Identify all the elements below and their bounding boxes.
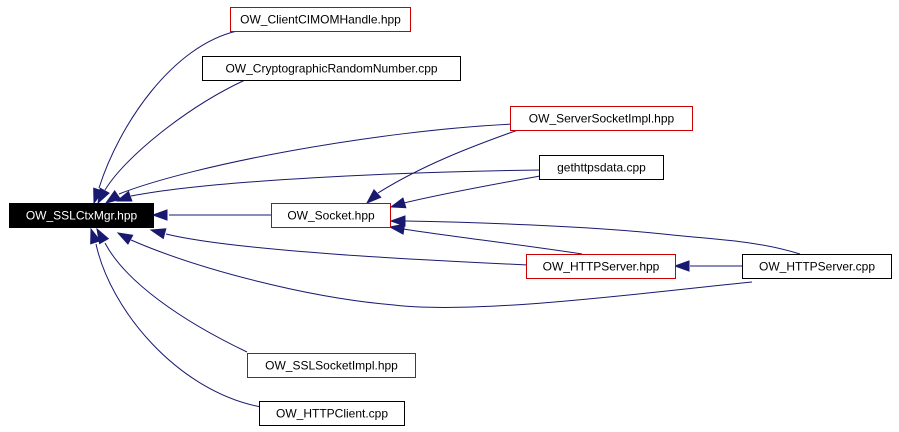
node-socket[interactable]: OW_Socket.hpp bbox=[271, 203, 391, 228]
edge-line bbox=[95, 243, 262, 408]
edge-hsc-to-root bbox=[116, 232, 753, 308]
edge-hsh-to-socket bbox=[388, 223, 583, 255]
edge-line bbox=[104, 242, 248, 353]
edge-crypto-to-root bbox=[97, 79, 246, 205]
edge-line bbox=[98, 30, 238, 189]
edge-gethttps-to-root bbox=[115, 169, 542, 202]
edge-line bbox=[403, 175, 541, 204]
node-box bbox=[539, 155, 664, 180]
node-box bbox=[259, 401, 405, 426]
node-hsc: OW_HTTPServer.cpp bbox=[742, 254, 892, 279]
node-label: OW_Socket.hpp bbox=[287, 209, 375, 223]
node-sslsi[interactable]: OW_SSLSocketImpl.hpp bbox=[247, 353, 416, 378]
edges bbox=[90, 30, 801, 408]
edge-sslsi-to-root bbox=[96, 227, 248, 353]
edge-socket-to-root bbox=[151, 209, 271, 221]
node-label: OW_HTTPClient.cpp bbox=[276, 407, 388, 421]
node-hcl: OW_HTTPClient.cpp bbox=[259, 401, 405, 426]
edge-line bbox=[377, 129, 519, 194]
edge-hsc-to-hsh bbox=[673, 260, 742, 272]
arrowhead bbox=[116, 232, 134, 245]
arrowhead bbox=[388, 223, 406, 235]
node-label: OW_ServerSocketImpl.hpp bbox=[529, 112, 675, 126]
arrowhead bbox=[149, 228, 167, 240]
arrowhead bbox=[365, 189, 382, 204]
node-box bbox=[526, 254, 676, 279]
node-label: gethttpsdata.cpp bbox=[557, 161, 646, 175]
arrowhead bbox=[151, 209, 168, 221]
edge-line bbox=[130, 169, 542, 197]
nodes: OW_SSLCtxMgr.hpp OW_ClientCIMOMHandle.hpp… bbox=[9, 7, 892, 426]
arrowhead bbox=[115, 190, 133, 202]
arrowhead bbox=[673, 260, 690, 272]
edge-line bbox=[130, 239, 753, 308]
arrowhead bbox=[104, 190, 122, 204]
node-label: OW_SSLCtxMgr.hpp bbox=[26, 209, 138, 223]
edge-line bbox=[402, 228, 583, 255]
arrowhead bbox=[389, 215, 406, 227]
node-root: OW_SSLCtxMgr.hpp bbox=[9, 203, 154, 228]
edge-line bbox=[165, 233, 529, 266]
node-ssi[interactable]: OW_ServerSocketImpl.hpp bbox=[510, 106, 693, 131]
edge-line bbox=[104, 79, 246, 191]
edge-ssi-to-root bbox=[104, 123, 514, 204]
arrowhead bbox=[90, 227, 102, 245]
edge-line bbox=[404, 220, 801, 255]
node-label: OW_ClientCIMOMHandle.hpp bbox=[240, 13, 401, 27]
node-gethttps: gethttpsdata.cpp bbox=[539, 155, 664, 180]
edge-hsh-to-root bbox=[149, 228, 529, 266]
arrowhead bbox=[389, 197, 407, 209]
node-hsh[interactable]: OW_HTTPServer.hpp bbox=[526, 254, 676, 279]
arrowhead bbox=[97, 187, 110, 205]
node-box bbox=[247, 353, 416, 378]
node-label: OW_HTTPServer.hpp bbox=[543, 260, 660, 274]
node-label: OW_SSLSocketImpl.hpp bbox=[265, 359, 398, 373]
node-box bbox=[230, 7, 411, 32]
edge-hsc-to-socket bbox=[389, 215, 801, 255]
node-label: OW_CryptographicRandomNumber.cpp bbox=[225, 62, 437, 76]
node-box bbox=[271, 203, 391, 228]
node-box bbox=[510, 106, 693, 131]
node-box bbox=[9, 203, 154, 228]
node-label: OW_HTTPServer.cpp bbox=[759, 260, 875, 274]
node-cimom[interactable]: OW_ClientCIMOMHandle.hpp bbox=[230, 7, 411, 32]
edge-gethttps-to-socket bbox=[389, 175, 541, 209]
edge-ssi-to-socket bbox=[365, 129, 519, 204]
edge-line bbox=[118, 123, 514, 195]
edge-hcl-to-root bbox=[90, 227, 262, 408]
node-box bbox=[742, 254, 892, 279]
node-crypto: OW_CryptographicRandomNumber.cpp bbox=[202, 56, 461, 81]
node-box bbox=[202, 56, 461, 81]
